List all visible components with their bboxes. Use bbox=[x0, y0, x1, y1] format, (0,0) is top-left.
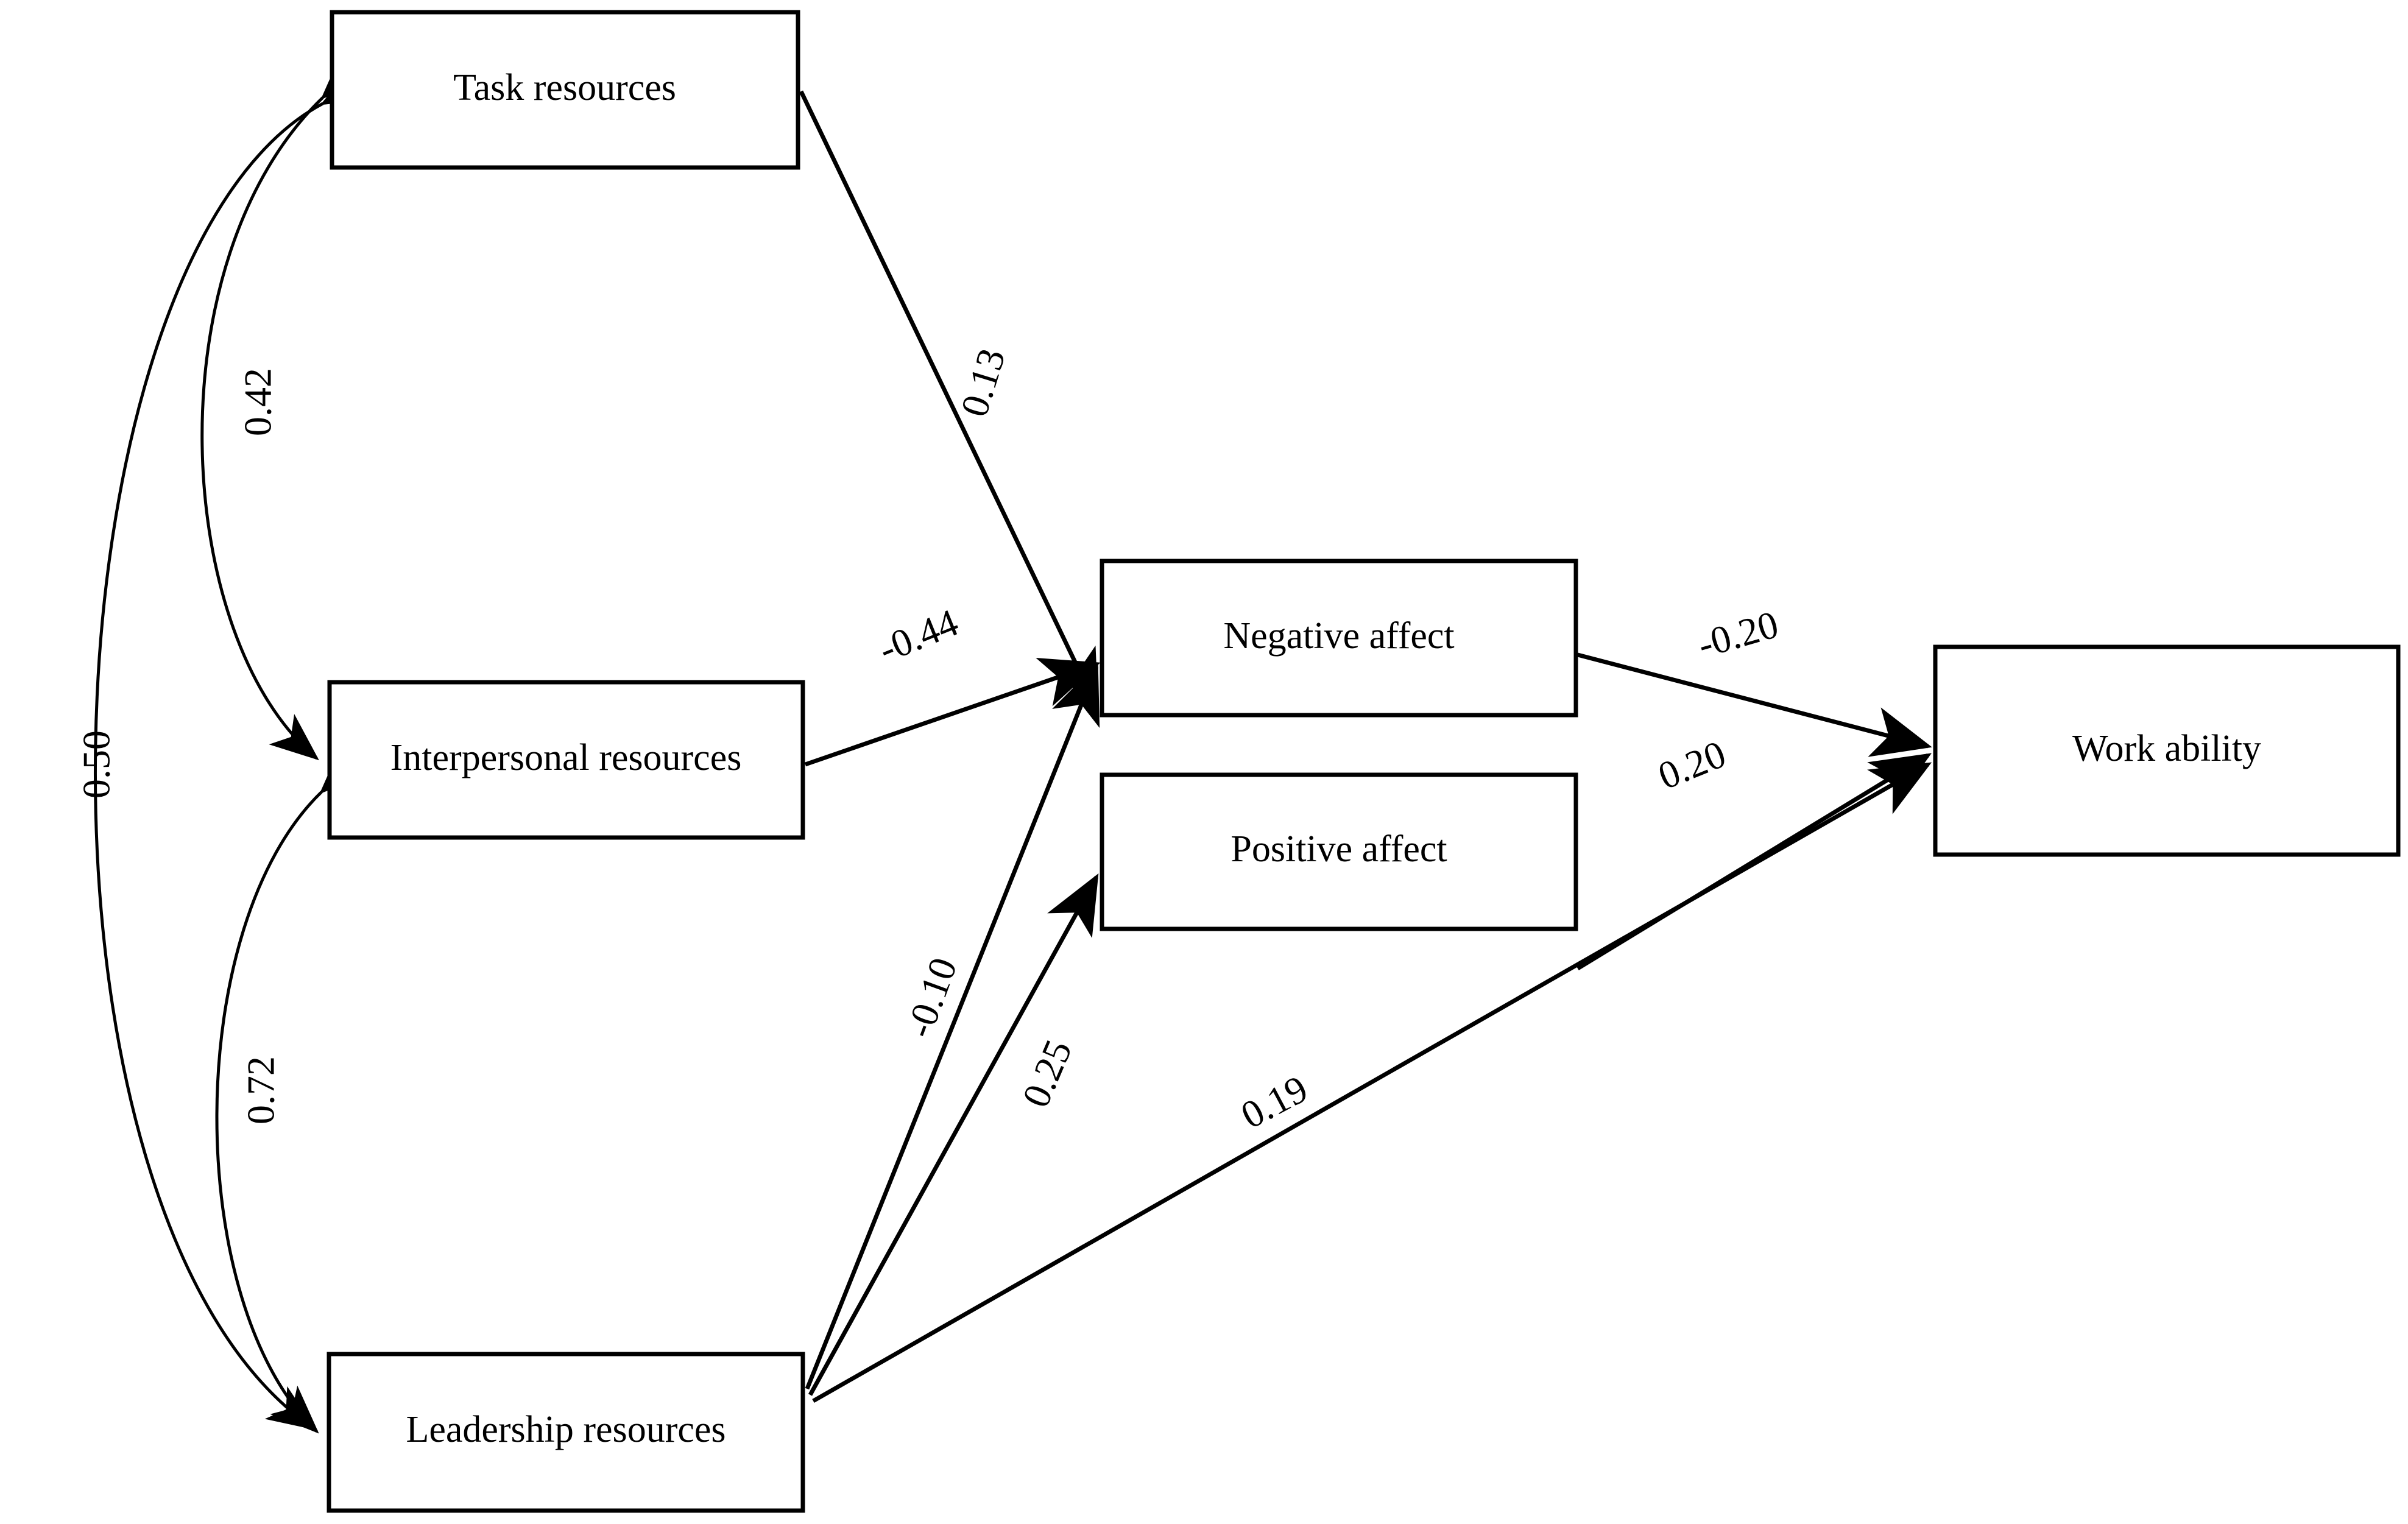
edge-label-covariance-interpersonal-leadership: 0.72 bbox=[239, 1056, 283, 1124]
edge-label-covariance-task-interpersonal: 0.42 bbox=[236, 368, 280, 436]
node-interpersonal-resources[interactable]: Interpersonal resources bbox=[327, 680, 805, 840]
node-label-task-resources: Task resources bbox=[453, 67, 676, 108]
path-positive-affect-to-work-ability bbox=[1576, 753, 1932, 970]
edge-label-leadership-to-positive-affect: 0.25 bbox=[1014, 1034, 1080, 1113]
node-negative-affect[interactable]: Negative affect bbox=[1100, 559, 1578, 718]
node-work-ability[interactable]: Work ability bbox=[1933, 644, 2401, 857]
edge-label-covariance-task-leadership: 0.50 bbox=[75, 730, 118, 799]
covariance-arc-interpersonal-leadership bbox=[215, 746, 369, 1434]
edge-label-negative-affect-to-work-ability: -0.20 bbox=[1693, 602, 1783, 666]
node-positive-affect[interactable]: Positive affect bbox=[1100, 772, 1578, 931]
path-negative-affect-to-work-ability bbox=[1577, 652, 1932, 757]
node-label-interpersonal-resources: Interpersonal resources bbox=[390, 737, 742, 778]
covariance-arc-task-interpersonal bbox=[200, 51, 370, 761]
node-leadership-resources[interactable]: Leadership resources bbox=[327, 1352, 805, 1513]
path-leadership-to-positive-affect bbox=[808, 873, 1099, 1396]
path-interpersonal-to-negative-affect bbox=[804, 657, 1101, 767]
path-leadership-to-negative-affect bbox=[805, 663, 1100, 1390]
path-task-to-negative-affect bbox=[799, 90, 1099, 711]
edge-label-positive-affect-to-work-ability: 0.20 bbox=[1652, 732, 1731, 798]
edge-label-leadership-to-work-ability: 0.19 bbox=[1234, 1067, 1315, 1137]
edge-label-interpersonal-to-negative-affect: -0.44 bbox=[872, 601, 964, 671]
edge-label-task-to-negative-affect: 0.13 bbox=[952, 344, 1014, 422]
node-label-work-ability: Work ability bbox=[2072, 728, 2261, 769]
covariance-arc-task-leadership bbox=[94, 64, 373, 1430]
node-task-resources[interactable]: Task resources bbox=[330, 10, 800, 170]
node-label-positive-affect: Positive affect bbox=[1230, 828, 1447, 870]
node-label-negative-affect: Negative affect bbox=[1223, 615, 1454, 657]
edge-label-leadership-to-negative-affect: -0.10 bbox=[897, 952, 965, 1043]
node-label-leadership-resources: Leadership resources bbox=[406, 1409, 726, 1450]
